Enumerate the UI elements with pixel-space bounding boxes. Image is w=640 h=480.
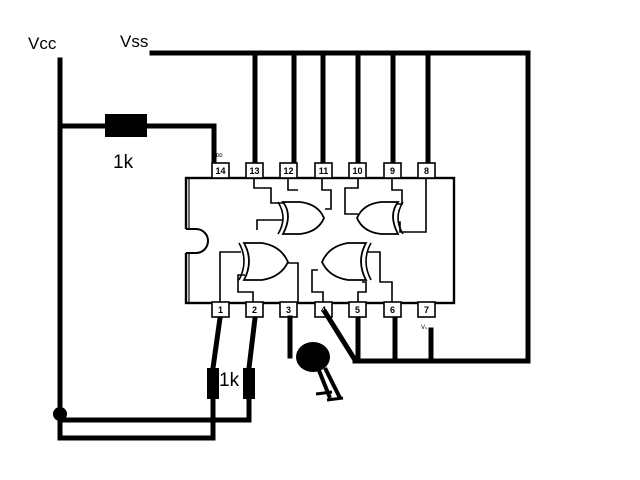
pin-8: 8 [424,166,429,176]
pin-5: 5 [355,305,360,315]
pin-6: 6 [390,305,395,315]
vss-label: Vss [120,32,148,51]
resistor-top-label: 1k [113,152,134,173]
top-pin-row: 14 13 12 11 10 9 8 [211,162,436,179]
pin-9: 9 [390,166,395,176]
internal-wiring [219,178,427,302]
pin-2: 2 [252,305,257,315]
xor-gate-2 [356,201,404,235]
pin-13: 13 [249,166,259,176]
resistor-bottom-right [243,368,255,399]
pin-14: 14 [215,166,225,176]
pin-1: 1 [218,305,223,315]
sensor-probe [287,308,359,402]
vdd-pin-label: Vᴅᴅ [212,153,223,159]
xor-gate-4 [321,242,372,281]
xor-gate-1 [277,201,325,235]
bottom-pin-row: 1 2 3 4 5 6 7 [211,301,436,318]
pin-12: 12 [283,166,293,176]
pin-11: 11 [319,166,329,176]
resistor-bottom-left [207,368,219,399]
xor-gate-3 [238,242,289,281]
vss-bus [149,50,531,364]
pin-7: 7 [424,305,429,315]
pin-10: 10 [352,166,362,176]
ic-chip [184,176,456,305]
pin-3: 3 [286,305,291,315]
vcc-label: Vcc [28,34,57,53]
resistor-top [105,114,147,137]
resistor-bottom-label: 1k [219,370,240,391]
vcc-rail [53,57,252,441]
vss-pin-label: Vₛ [421,325,427,331]
